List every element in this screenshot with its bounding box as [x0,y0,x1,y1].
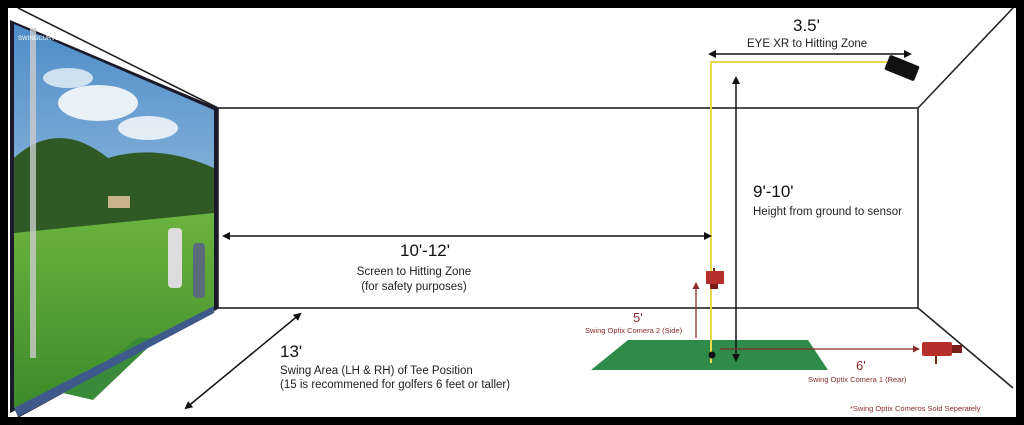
screen-hills [14,138,214,238]
room-diagram: SWINGCURVE [10,8,1014,417]
screen-distance-value: 10'-12' [400,241,450,260]
simulator-screen [10,20,218,417]
cloud [58,85,138,121]
ceiling-left-edge [17,8,219,109]
cloud [118,116,178,140]
swing-area-line2: (15 is recommened for golfers 6 feet or … [280,379,511,391]
screen-floor [14,306,214,417]
screen-brand: SWINGCURVE [18,36,59,42]
side-camera-label: Swing Optix Comera 2 (Side) [585,326,683,335]
rear-camera-value: 6' [856,358,866,373]
floor-right-edge [917,307,1014,389]
rear-camera-label: Swing Optix Comera 1 (Rear) [808,375,907,384]
screen-distance-line1: Screen to Hitting Zone [356,266,472,278]
ceiling-right-edge [917,8,1014,109]
eye-xr-label: EYE XR to Hitting Zone [747,38,868,50]
sensor-cable [710,61,888,363]
clubhouse [108,196,130,208]
screen-distance-line2: (for safety purposes) [361,281,467,293]
room-frame: SWINGCURVE [8,8,1016,417]
height-value: 9'-10' [753,182,794,201]
ball-position [708,351,716,359]
screen-grass [14,213,214,408]
footnote: *Swing Optix Comeros Sold Seperately [850,404,981,413]
cloud [43,68,93,88]
side-camera-value: 5' [633,310,643,325]
swing-area-line1: Swing Area (LH & RH) of Tee Position [280,365,473,377]
side-camera [706,268,724,289]
rear-camera [922,342,962,364]
swing-area-arrow [184,312,302,410]
eye-xr-sensor [884,55,920,81]
sim-pole [30,28,36,358]
eye-xr-value: 3.5' [793,16,820,35]
swing-area-value: 13' [280,342,303,361]
golf-bag [193,243,205,298]
height-label: Height from ground to sensor [753,206,902,218]
golf-bag [168,228,182,288]
